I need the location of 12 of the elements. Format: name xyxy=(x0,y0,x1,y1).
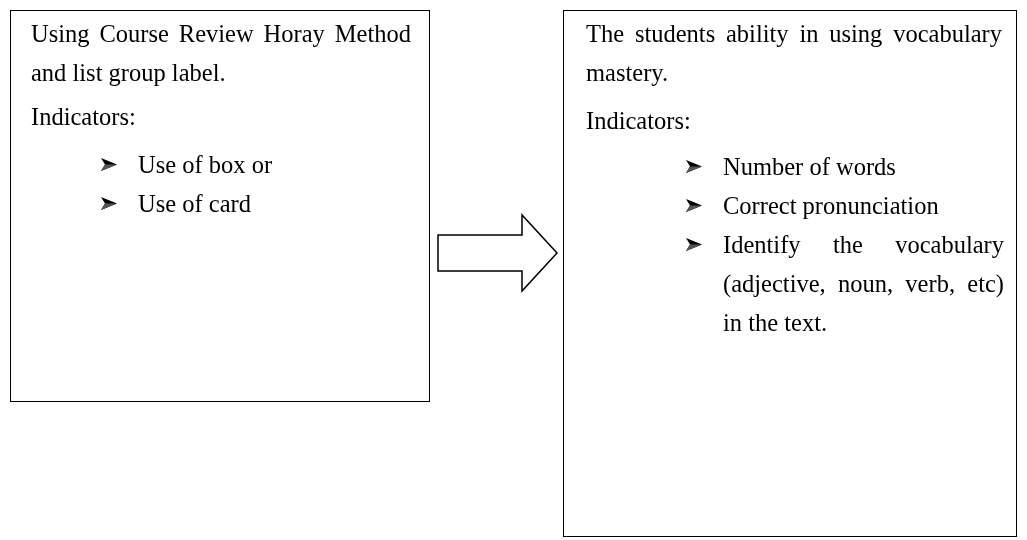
block-arrow xyxy=(437,213,558,293)
heading-text: Using Course Review Horay Method and list group label. xyxy=(31,19,411,88)
list-item-text: Identify the vocabulary (adjective, noun, verb, etc) in the text. xyxy=(723,230,1004,338)
list-item-text: Number of words xyxy=(723,152,897,182)
indicators-label: Indicators: xyxy=(31,102,137,132)
text-box xyxy=(563,10,1017,537)
list-item-text: Correct pronunciation xyxy=(723,191,940,221)
list-item-text: Use of card xyxy=(138,189,252,219)
text-box xyxy=(10,10,430,402)
heading-text: The students ability in using vocabulary mastery. xyxy=(586,19,1002,88)
indicators-label: Indicators: xyxy=(586,106,692,136)
list-item-text: Use of box or xyxy=(138,150,274,180)
